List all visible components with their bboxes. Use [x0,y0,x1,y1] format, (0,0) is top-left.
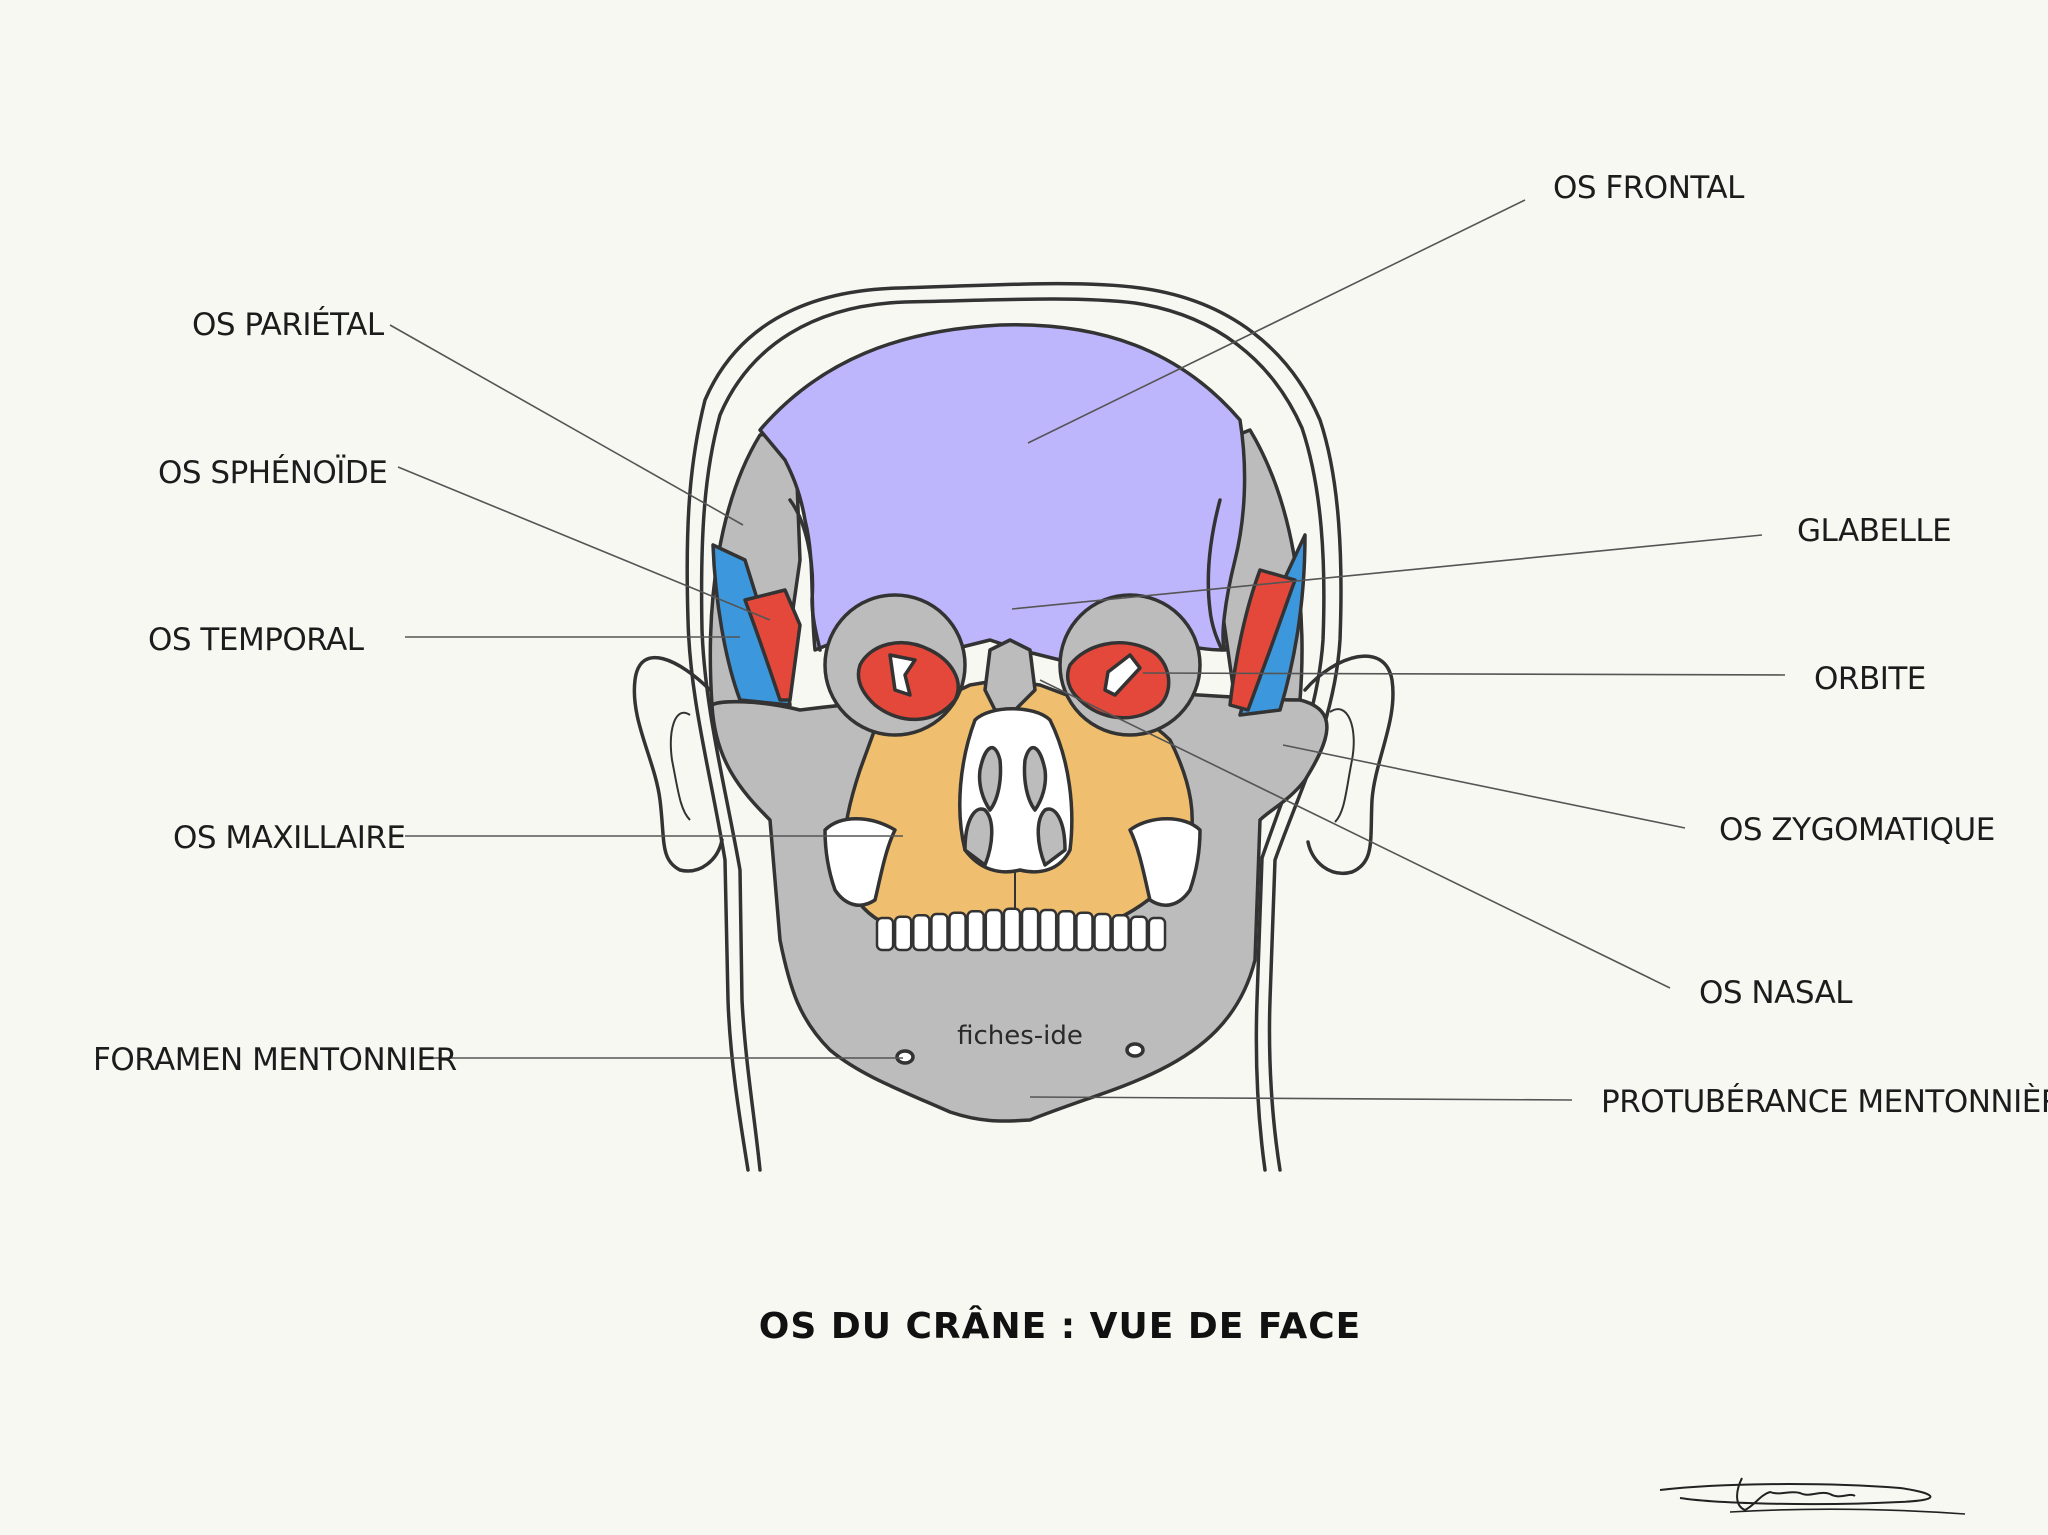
label-maxillary: OS MAXILLAIRE [173,820,406,856]
label-orbit: ORBITE [1814,661,1926,697]
tooth [966,910,985,952]
label-parietal: OS PARIÉTAL [192,307,385,343]
tooth [893,915,913,952]
label-sphenoid: OS SPHÉNOÏDE [158,455,387,491]
tooth [1020,907,1040,952]
tooth [1002,907,1022,952]
label-frontal: OS FRONTAL [1553,170,1745,206]
label-nasal: OS NASAL [1699,975,1853,1011]
tooth [1147,916,1167,952]
frontal-bone [758,323,1247,662]
leader-lines [389,199,1786,1101]
labels: OS FRONTAL OS PARIÉTAL OS SPHÉNOÏDE OS T… [93,170,2048,1120]
tooth [1038,908,1058,952]
tooth [1093,912,1112,952]
mental-foramina [895,1042,1145,1065]
signature [1659,1477,1966,1515]
tooth [984,908,1004,952]
nasal-cavity [958,638,1074,930]
teeth [875,907,1167,952]
label-glabella: GLABELLE [1797,513,1951,549]
label-mental-protuberance: PROTUBÉRANCE MENTONNIÈRE [1601,1084,2048,1120]
tooth [948,911,967,952]
cheek-gaps [823,817,1202,907]
label-mental-foramen: FORAMEN MENTONNIER [93,1042,457,1078]
tooth [1111,914,1130,952]
orbits [823,593,1202,737]
tooth [1129,915,1149,952]
tooth [912,914,931,952]
watermark: fiches-ide [957,1021,1083,1051]
label-zygomatic: OS ZYGOMATIQUE [1719,812,1995,848]
tooth [1075,911,1094,952]
sphenoid-bone [743,568,1297,712]
tooth [1057,910,1076,952]
tooth [875,916,895,952]
diagram-title: OS DU CRÂNE : VUE DE FACE [759,1305,1361,1347]
tooth [930,912,949,952]
label-temporal: OS TEMPORAL [148,622,365,658]
